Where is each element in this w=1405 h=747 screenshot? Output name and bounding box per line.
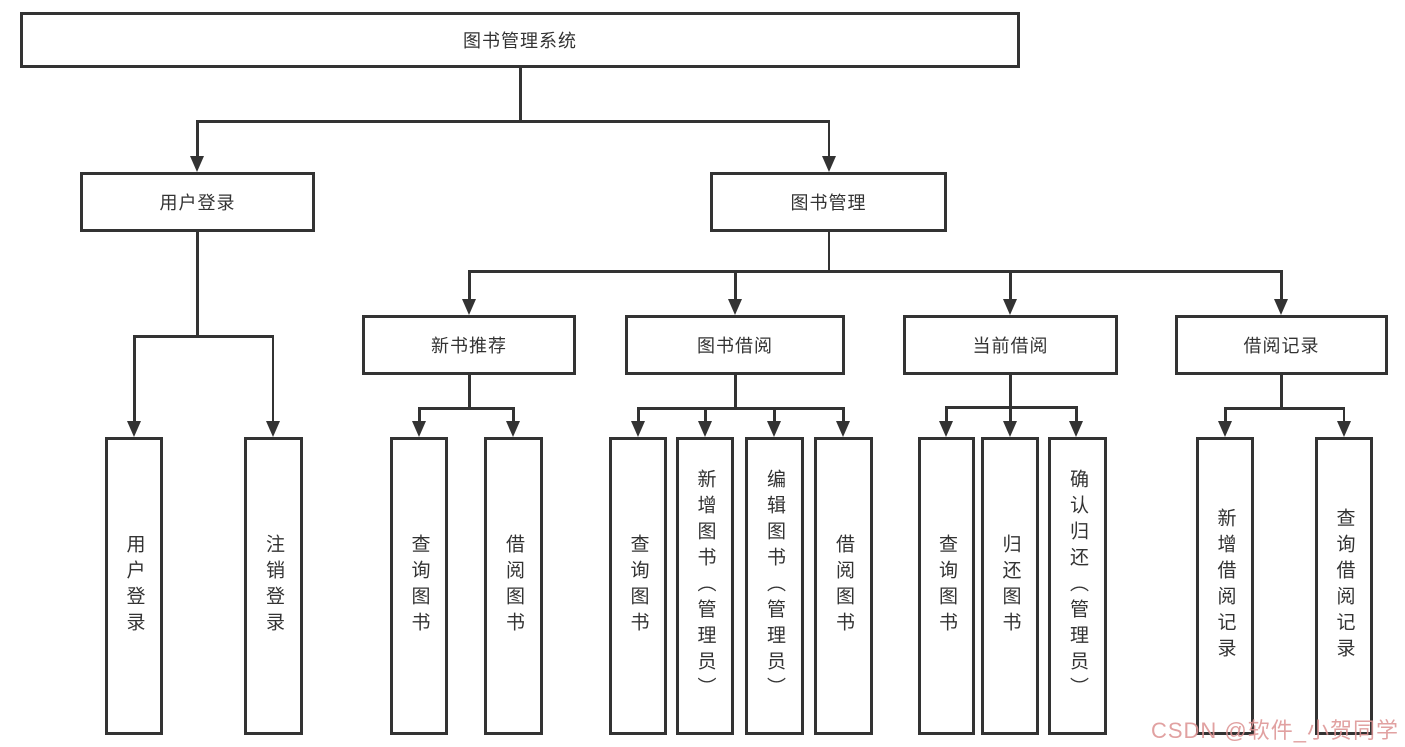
connector-line — [418, 407, 421, 423]
node-book-borrow: 图书借阅 — [625, 315, 845, 375]
connector-arrow — [939, 421, 953, 437]
connector-arrow — [1274, 299, 1288, 315]
node-new-book-recommend: 新书推荐 — [362, 315, 576, 375]
connector-line — [637, 407, 640, 423]
connector-line — [637, 407, 844, 410]
connector-arrow — [190, 156, 204, 172]
connector-line — [1280, 270, 1283, 301]
connector-line — [1009, 375, 1012, 407]
connector-line — [734, 270, 737, 301]
connector-line — [418, 407, 514, 410]
connector-line — [1224, 407, 1344, 410]
leaf-add-borrow-record: 新增借阅记录 — [1196, 437, 1254, 735]
leaf-edit-books-admin: 编辑图书（管理员） — [745, 437, 804, 735]
leaf-logout: 注销登录 — [244, 437, 303, 735]
connector-line — [271, 335, 274, 423]
leaf-borrow-books-2: 借阅图书 — [814, 437, 873, 735]
leaf-query-books-2: 查询图书 — [609, 437, 667, 735]
connector-arrow — [698, 421, 712, 437]
connector-arrow — [1003, 421, 1017, 437]
connector-line — [1280, 375, 1283, 409]
connector-line — [196, 232, 199, 337]
leaf-add-books-admin: 新增图书（管理员） — [676, 437, 734, 735]
connector-arrow — [836, 421, 850, 437]
connector-line — [827, 120, 830, 158]
connector-line — [1009, 270, 1012, 301]
leaf-user-login: 用户登录 — [105, 437, 163, 735]
leaf-return-books: 归还图书 — [981, 437, 1039, 735]
connector-arrow — [631, 421, 645, 437]
connector-arrow — [1003, 299, 1017, 315]
node-current-borrow: 当前借阅 — [903, 315, 1118, 375]
connector-arrow — [767, 421, 781, 437]
connector-arrow — [1337, 421, 1351, 437]
node-book-management: 图书管理 — [710, 172, 947, 232]
connector-line — [734, 375, 737, 409]
leaf-borrow-books-1: 借阅图书 — [484, 437, 543, 735]
node-root: 图书管理系统 — [20, 12, 1020, 68]
connector-arrow — [127, 421, 141, 437]
connector-line — [1009, 406, 1012, 423]
leaf-query-books-1: 查询图书 — [390, 437, 448, 735]
leaf-query-books-3: 查询图书 — [918, 437, 975, 735]
connector-line — [842, 407, 845, 423]
connector-line — [827, 232, 830, 272]
connector-line — [1224, 407, 1227, 423]
connector-line — [468, 270, 471, 301]
connector-line — [133, 335, 136, 423]
connector-line — [773, 407, 776, 423]
connector-line — [945, 406, 948, 423]
connector-line — [512, 407, 515, 423]
connector-line — [468, 375, 471, 409]
connector-arrow — [1069, 421, 1083, 437]
connector-line — [468, 270, 1282, 273]
connector-arrow — [462, 299, 476, 315]
node-user-login: 用户登录 — [80, 172, 315, 232]
connector-line — [1342, 407, 1345, 423]
connector-line — [704, 407, 707, 423]
connector-arrow — [506, 421, 520, 437]
connector-line — [1075, 406, 1078, 423]
leaf-confirm-return-admin: 确认归还（管理员） — [1048, 437, 1107, 735]
connector-arrow — [412, 421, 426, 437]
connector-line — [196, 120, 830, 123]
connector-arrow — [1218, 421, 1232, 437]
connector-arrow — [822, 156, 836, 172]
connector-line — [133, 335, 274, 338]
connector-arrow — [728, 299, 742, 315]
node-borrow-records: 借阅记录 — [1175, 315, 1388, 375]
connector-line — [519, 68, 522, 121]
leaf-query-borrow-record: 查询借阅记录 — [1315, 437, 1373, 735]
connector-line — [196, 120, 199, 158]
connector-arrow — [266, 421, 280, 437]
